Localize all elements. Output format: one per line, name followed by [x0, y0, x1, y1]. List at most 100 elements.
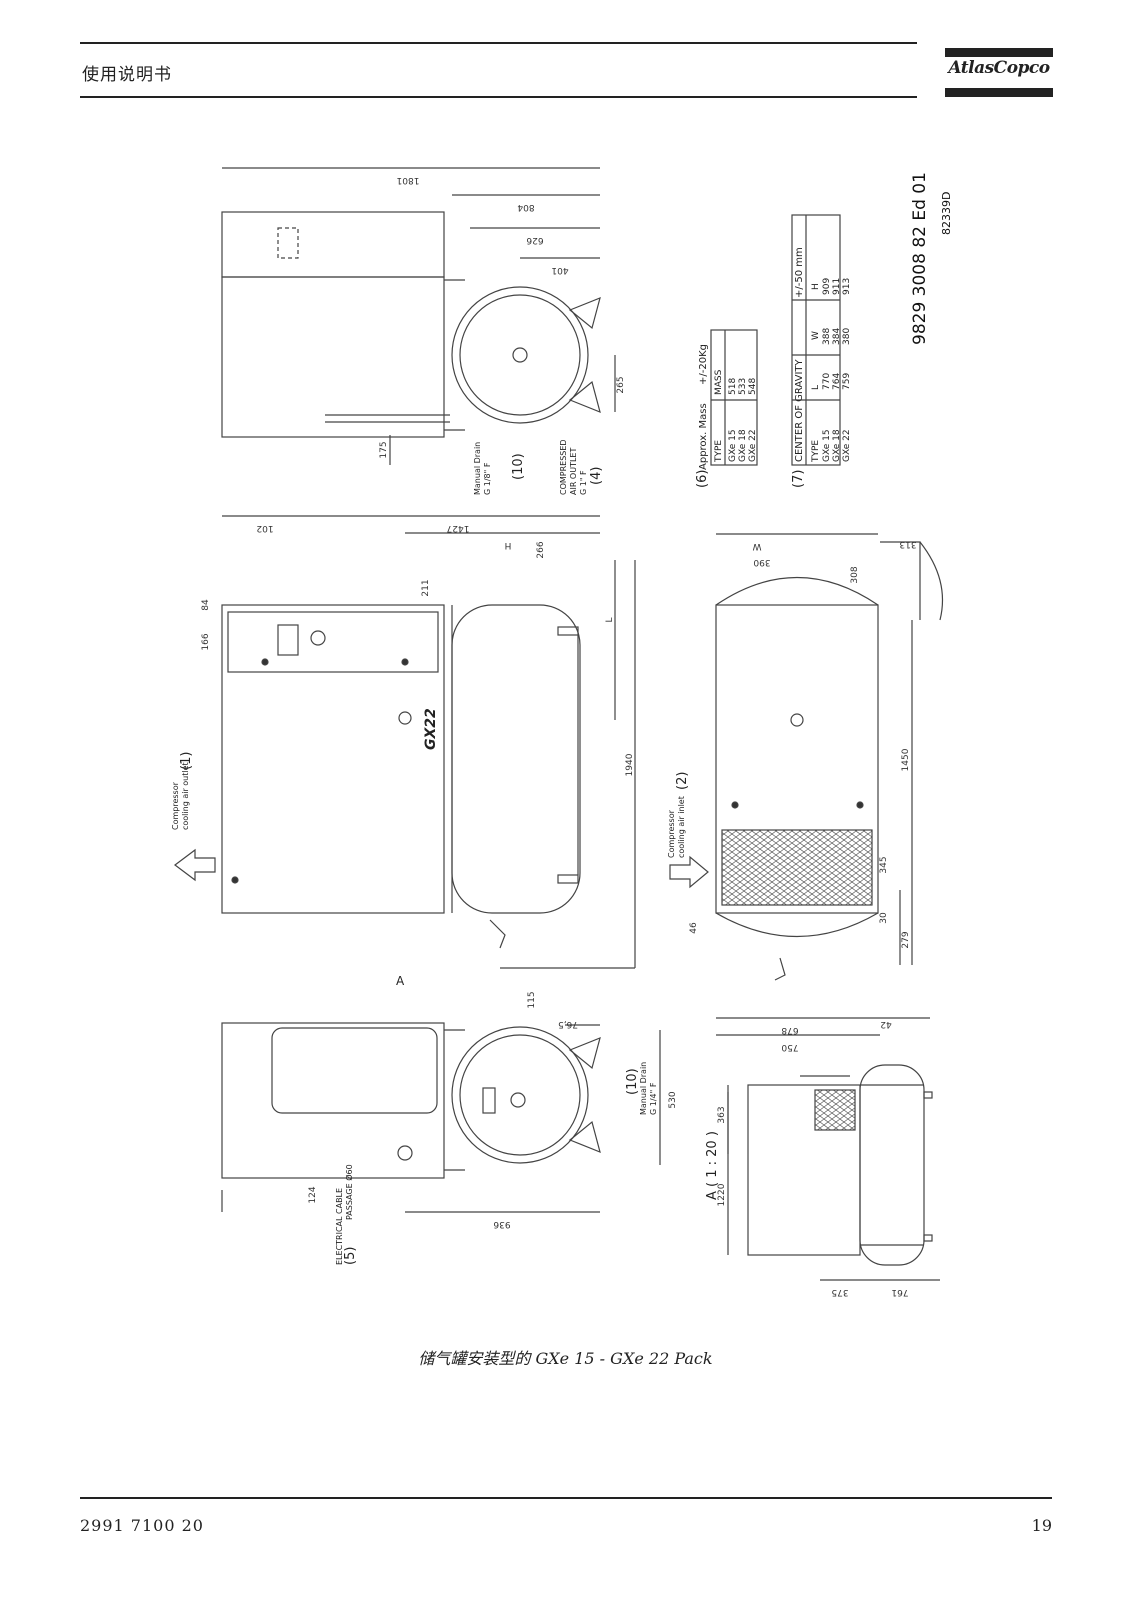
header-title: 使用说明书: [82, 65, 172, 85]
cog-row-1-h: 909: [822, 278, 832, 295]
dim-102: 102: [256, 523, 273, 533]
dim-L: L: [605, 617, 615, 622]
dim-1220: 1220: [717, 1183, 727, 1206]
dim-265: 265: [616, 376, 626, 393]
cog-row-2-w: 384: [832, 328, 842, 345]
callout-4-text3: G 1" F: [579, 470, 588, 495]
mass-header-mass: MASS: [714, 369, 724, 395]
dim-626: 626: [526, 235, 543, 245]
callout-2-text2: cooling air inlet: [677, 796, 686, 858]
view-a: [221, 1022, 661, 1213]
dim-363: 363: [717, 1106, 727, 1123]
cog-row-1-l: 770: [822, 373, 832, 390]
dim-1427: 1427: [447, 523, 470, 533]
dim-124: 124: [308, 1186, 318, 1203]
dim-W: W: [752, 541, 761, 551]
cog-header-w: W: [811, 331, 821, 340]
header-rule-top: [80, 42, 917, 44]
dim-115: 115: [527, 991, 537, 1008]
mass-row-2-type: GXe 18: [738, 429, 748, 462]
drawing-doc-number: 9829 3008 82 Ed 01: [910, 172, 930, 345]
cog-row-2-l: 764: [832, 373, 842, 390]
dim-42: 42: [880, 1019, 891, 1029]
front-view: [174, 515, 636, 969]
dim-84: 84: [201, 599, 211, 611]
logo-bar-bottom: [945, 88, 1053, 97]
cog-row-1-w: 388: [822, 328, 832, 345]
logo-text: AtlasCopco: [948, 58, 1050, 78]
cog-table-title: CENTER OF GRAVITY: [794, 358, 805, 462]
dim-401: 401: [551, 265, 568, 275]
callout-10b-text: Manual Drain: [639, 1062, 648, 1115]
cog-row-3-w: 380: [842, 328, 852, 345]
footer-doc-number: 2991 7100 20: [80, 1516, 204, 1535]
dim-308: 308: [850, 566, 860, 583]
callout-2-text: Compressor: [667, 809, 676, 858]
dim-313: 313: [899, 539, 916, 549]
callout-2-number: (2): [675, 772, 690, 790]
callout-5-number: (5): [343, 1247, 358, 1265]
cog-table-number: (7): [791, 470, 806, 488]
cog-row-3-l: 759: [842, 373, 852, 390]
dim-266: 266: [536, 541, 546, 558]
dim-211: 211: [421, 579, 431, 596]
cog-row-3-type: GXe 22: [842, 429, 852, 462]
top-view: [221, 167, 616, 465]
logo-bar-top: [945, 48, 1053, 57]
dim-46: 46: [689, 922, 699, 934]
dim-804: 804: [517, 202, 534, 212]
cog-row-2-type: GXe 18: [832, 429, 842, 462]
callout-1-text2: cooling air outlet: [181, 762, 190, 830]
dim-76-5: 76,5: [558, 1019, 578, 1029]
mass-table-number: (6): [695, 470, 710, 488]
callout-10a-number: (10): [511, 453, 526, 480]
header-rule-bottom: [80, 96, 917, 98]
callout-4-text2: AIR OUTLET: [569, 448, 578, 495]
cog-row-3-h: 913: [842, 278, 852, 295]
dim-166: 166: [201, 633, 211, 650]
dim-375: 375: [831, 1287, 848, 1297]
cog-header-type: TYPE: [811, 440, 821, 463]
cog-header-l: L: [811, 385, 821, 390]
side-view: [669, 533, 943, 1036]
cog-row-2-h: 911: [832, 278, 842, 295]
dim-H: H: [505, 540, 512, 550]
dim-936: 936: [493, 1219, 510, 1229]
callout-10a-text2: G 1/8" F: [483, 462, 492, 495]
dim-1801: 1801: [397, 175, 420, 185]
drawing-code: 82339D: [940, 192, 953, 235]
dim-530: 530: [668, 1091, 678, 1108]
callout-10b-text2: G 1/4" F: [649, 1082, 658, 1115]
callout-5-text2: PASSAGE Ø60: [344, 1164, 354, 1220]
cog-row-1-type: GXe 15: [822, 429, 832, 462]
mass-row-1-type: GXe 15: [728, 429, 738, 462]
cog-table-grid: [791, 214, 841, 466]
figure-caption: 储气罐安装型的 GXe 15 - GXe 22 Pack: [418, 1349, 713, 1368]
dim-761: 761: [891, 1287, 908, 1297]
mass-row-2-value: 533: [738, 378, 748, 395]
detail-a: [727, 1064, 940, 1281]
mass-row-3-type: GXe 22: [748, 429, 758, 462]
dim-390: 390: [753, 557, 770, 567]
mass-table-title: Approx. Mass: [698, 403, 709, 470]
callout-4-number: (4): [589, 467, 604, 485]
callout-1-text: Compressor: [171, 781, 180, 830]
callout-4-text: COMPRESSED: [559, 439, 568, 495]
dim-279: 279: [901, 931, 911, 948]
dim-750: 750: [781, 1042, 798, 1052]
technical-drawing: 1801 804 626 401 265 175 102 1427 H 266 …: [171, 167, 953, 1297]
callout-5-text: ELECTRICAL CABLE: [335, 1188, 344, 1265]
mass-header-type: TYPE: [714, 440, 724, 463]
callout-10b-number: (10): [625, 1068, 640, 1095]
atlas-copco-logo: AtlasCopco: [945, 48, 1053, 100]
mass-table-tolerance: +/-20Kg: [698, 344, 709, 385]
page-number: 19: [1031, 1516, 1052, 1535]
cog-header-h: H: [811, 283, 821, 290]
dim-30: 30: [879, 912, 889, 924]
model-badge: GX22: [423, 708, 439, 750]
callout-10a-text: Manual Drain: [473, 442, 482, 495]
mass-table-grid: [710, 329, 758, 466]
dim-1940: 1940: [625, 753, 635, 776]
view-a-arrow-label: A: [396, 974, 405, 988]
callout-1-number: (1): [179, 752, 194, 770]
